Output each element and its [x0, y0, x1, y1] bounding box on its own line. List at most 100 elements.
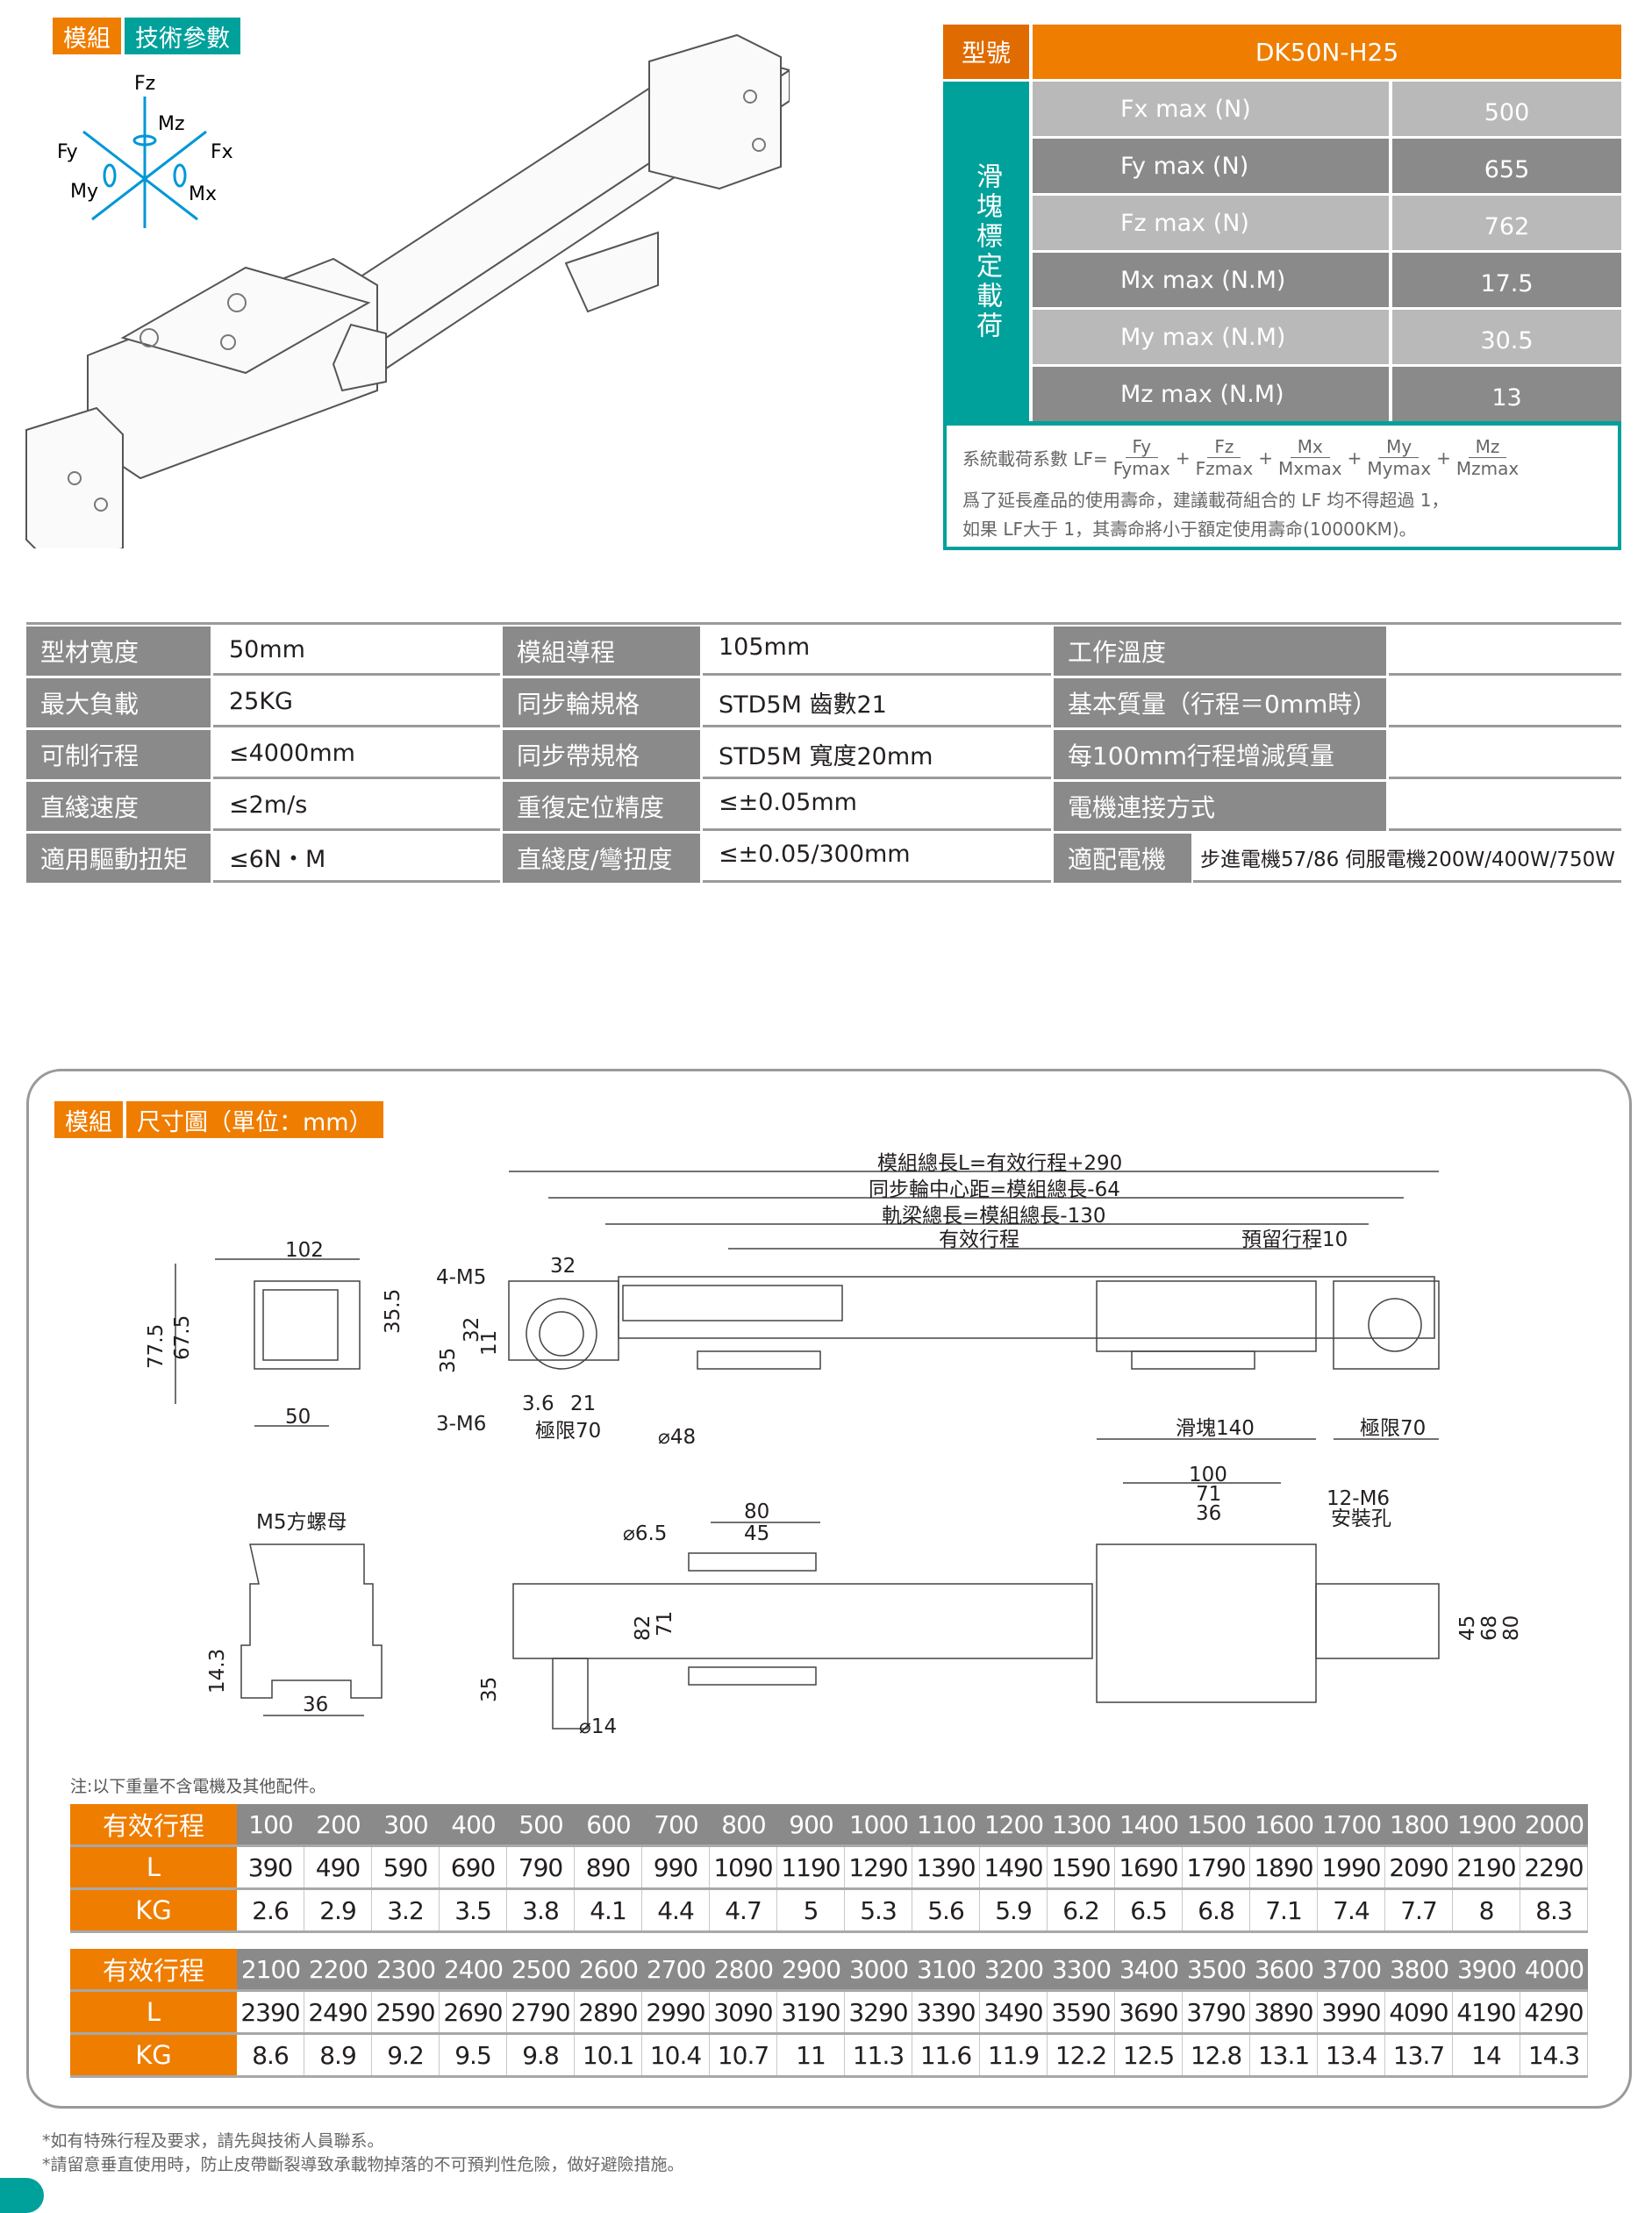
axis-my: My — [70, 181, 98, 203]
table-cell: 1300 — [1051, 1809, 1112, 1839]
table-cell: 3590 — [1048, 1992, 1115, 2032]
dim-35: 35 — [437, 1348, 460, 1373]
table-cell: 6.5 — [1115, 1890, 1183, 1930]
table-cell: 4290 — [1520, 1992, 1588, 2032]
table-cell: 14 — [1453, 2035, 1520, 2075]
table-cell: 8.6 — [237, 2035, 304, 2075]
row-header: L — [70, 1847, 237, 1887]
spec-value — [1389, 782, 1621, 831]
dim-50: 50 — [285, 1406, 311, 1429]
table-cell: 3900 — [1456, 1954, 1517, 1984]
dim-71: 71 — [654, 1611, 676, 1636]
table-cell: 490 — [304, 1847, 372, 1887]
table-cell: 3990 — [1318, 1992, 1385, 2032]
row-header: 有效行程 — [70, 1804, 237, 1844]
dim-3-6: 3.6 — [522, 1393, 554, 1415]
dim-phi-48: ⌀48 — [658, 1426, 696, 1449]
axis-fz: Fz — [134, 73, 155, 95]
table-cell: 390 — [237, 1847, 304, 1887]
table-cell: 12.5 — [1115, 2035, 1183, 2075]
footer-note-2: *請留意垂直使用時，防止皮帶斷裂導致承載物掉落的不可預判性危險，做好避險措施。 — [42, 2155, 684, 2174]
table-cell: 4.1 — [575, 1890, 642, 1930]
load-row-value: 500 — [1392, 82, 1621, 136]
dim-102: 102 — [285, 1239, 324, 1262]
footer-note-1: *如有特殊行程及要求，請先與技術人員聯系。 — [42, 2131, 384, 2151]
table-cell: 5 — [777, 1890, 845, 1930]
spec-value: ≤6N・M — [213, 834, 500, 883]
fraction-numerator: Mz — [1468, 436, 1507, 458]
spec-label: 重復定位精度 — [503, 782, 700, 831]
table-cell: 2790 — [507, 1992, 575, 2032]
dim-pulley-distance: 同步輪中心距=模組總長-64 — [869, 1178, 1120, 1201]
table-cell: 10.4 — [642, 2035, 710, 2075]
table-cell: 1900 — [1456, 1809, 1517, 1839]
spec-value: ≤±0.05/300mm — [703, 834, 1051, 883]
dim-32: 32 — [550, 1255, 576, 1278]
table-cell: 3290 — [845, 1992, 912, 2032]
dim-phi-6-5: ⌀6.5 — [623, 1522, 667, 1545]
dim-14-3: 14.3 — [206, 1649, 229, 1694]
load-row-value: 655 — [1392, 139, 1621, 193]
dim-45-side: 45 — [1456, 1615, 1479, 1641]
label-mounting-hole: 安裝孔 — [1331, 1508, 1391, 1530]
load-row-value: 17.5 — [1392, 253, 1621, 307]
spec-label: 同步帶規格 — [503, 730, 700, 779]
dim-100: 100 — [1189, 1464, 1227, 1486]
table-cell: 3300 — [1051, 1954, 1112, 1984]
plus-sign: + — [1347, 447, 1362, 469]
table-cell: 2700 — [646, 1954, 706, 1984]
table-cell: 600 — [586, 1809, 631, 1839]
dim-11: 11 — [478, 1330, 501, 1356]
table-cell: 12.8 — [1183, 2035, 1250, 2075]
table-cell: 1500 — [1186, 1809, 1247, 1839]
spec-label: 模組導程 — [503, 627, 700, 676]
table-cell: 3090 — [710, 1992, 777, 2032]
table-cell: 2990 — [642, 1992, 710, 2032]
load-row-label: Mx max (N.M) — [1033, 253, 1389, 307]
table-cell: 1800 — [1389, 1809, 1449, 1839]
dim-77-5: 77.5 — [145, 1324, 168, 1369]
table-cell: 890 — [575, 1847, 642, 1887]
dim-36-top: 36 — [1196, 1502, 1221, 1525]
fraction-numerator: Mx — [1290, 436, 1330, 458]
plus-sign: + — [1436, 447, 1451, 469]
dim-4-m5: 4-M5 — [436, 1266, 486, 1289]
table-cell: 4000 — [1524, 1954, 1584, 1984]
table-cell: 2590 — [372, 1992, 440, 2032]
table-cell: 1000 — [848, 1809, 909, 1839]
dim-limit-right: 極限70 — [1360, 1417, 1426, 1440]
table-cell: 11.3 — [845, 2035, 912, 2075]
table-cell: 500 — [518, 1809, 563, 1839]
fraction-numerator: Fy — [1125, 436, 1159, 458]
dim-12-m6: 12-M6 — [1327, 1487, 1390, 1510]
table-cell: 3.2 — [372, 1890, 440, 1930]
table-cell: 2900 — [781, 1954, 841, 1984]
table-cell: 3490 — [980, 1992, 1048, 2032]
dim-71-top: 71 — [1196, 1483, 1221, 1506]
load-row-value: 30.5 — [1392, 310, 1621, 364]
dim-3-m6: 3-M6 — [436, 1413, 486, 1436]
row-header: KG — [70, 1890, 237, 1930]
row-header: L — [70, 1992, 237, 2032]
table-cell: 2890 — [575, 1992, 642, 2032]
load-row-value: 762 — [1392, 196, 1621, 250]
table-cell: 3890 — [1250, 1992, 1318, 2032]
table-cell: 2390 — [237, 1992, 304, 2032]
dim-45: 45 — [744, 1522, 769, 1545]
table-cell: 7.1 — [1250, 1890, 1318, 1930]
spec-label: 工作溫度 — [1054, 627, 1386, 676]
dim-slider: 滑塊140 — [1176, 1417, 1255, 1440]
table-cell: 2200 — [308, 1954, 368, 1984]
spec-label: 基本質量（行程＝0mm時） — [1054, 678, 1386, 727]
load-row-label: Fy max (N) — [1033, 139, 1389, 193]
table-cell: 2000 — [1524, 1809, 1584, 1839]
